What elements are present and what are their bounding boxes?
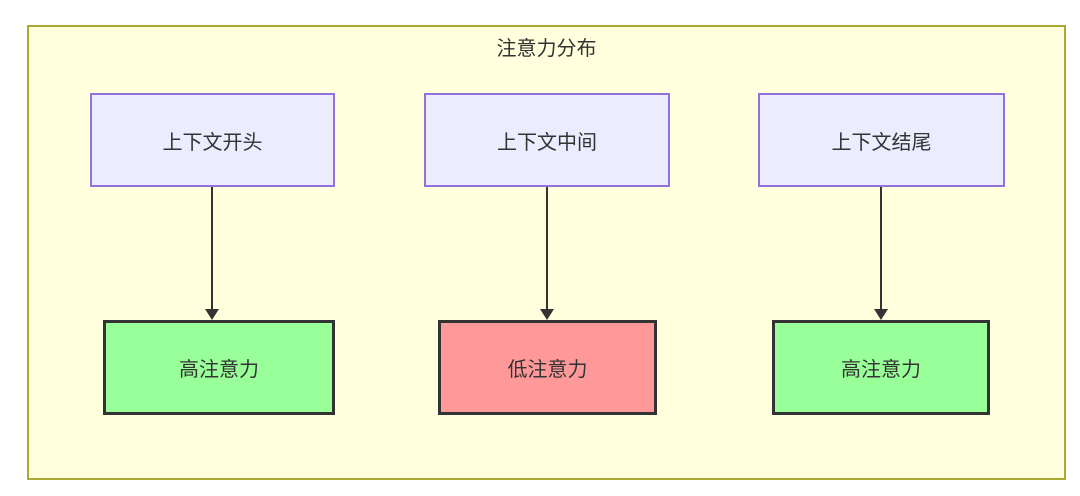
node-high-attention-left: 高注意力 [103, 320, 335, 415]
node-context-start: 上下文开头 [90, 93, 335, 187]
node-high-attention-right: 高注意力 [772, 320, 990, 415]
arrow-shaft [211, 187, 213, 309]
node-context-middle: 上下文中间 [424, 93, 670, 187]
arrow-start-to-high [205, 187, 219, 320]
arrow-shaft [880, 187, 882, 309]
node-low-attention-middle: 低注意力 [438, 320, 657, 415]
arrow-shaft [546, 187, 548, 309]
arrowhead-down-icon [540, 309, 554, 320]
diagram-title: 注意力分布 [496, 38, 597, 60]
arrow-middle-to-low [540, 187, 554, 320]
arrow-end-to-high [874, 187, 888, 320]
arrowhead-down-icon [205, 309, 219, 320]
arrowhead-down-icon [874, 309, 888, 320]
node-context-end: 上下文结尾 [758, 93, 1005, 187]
